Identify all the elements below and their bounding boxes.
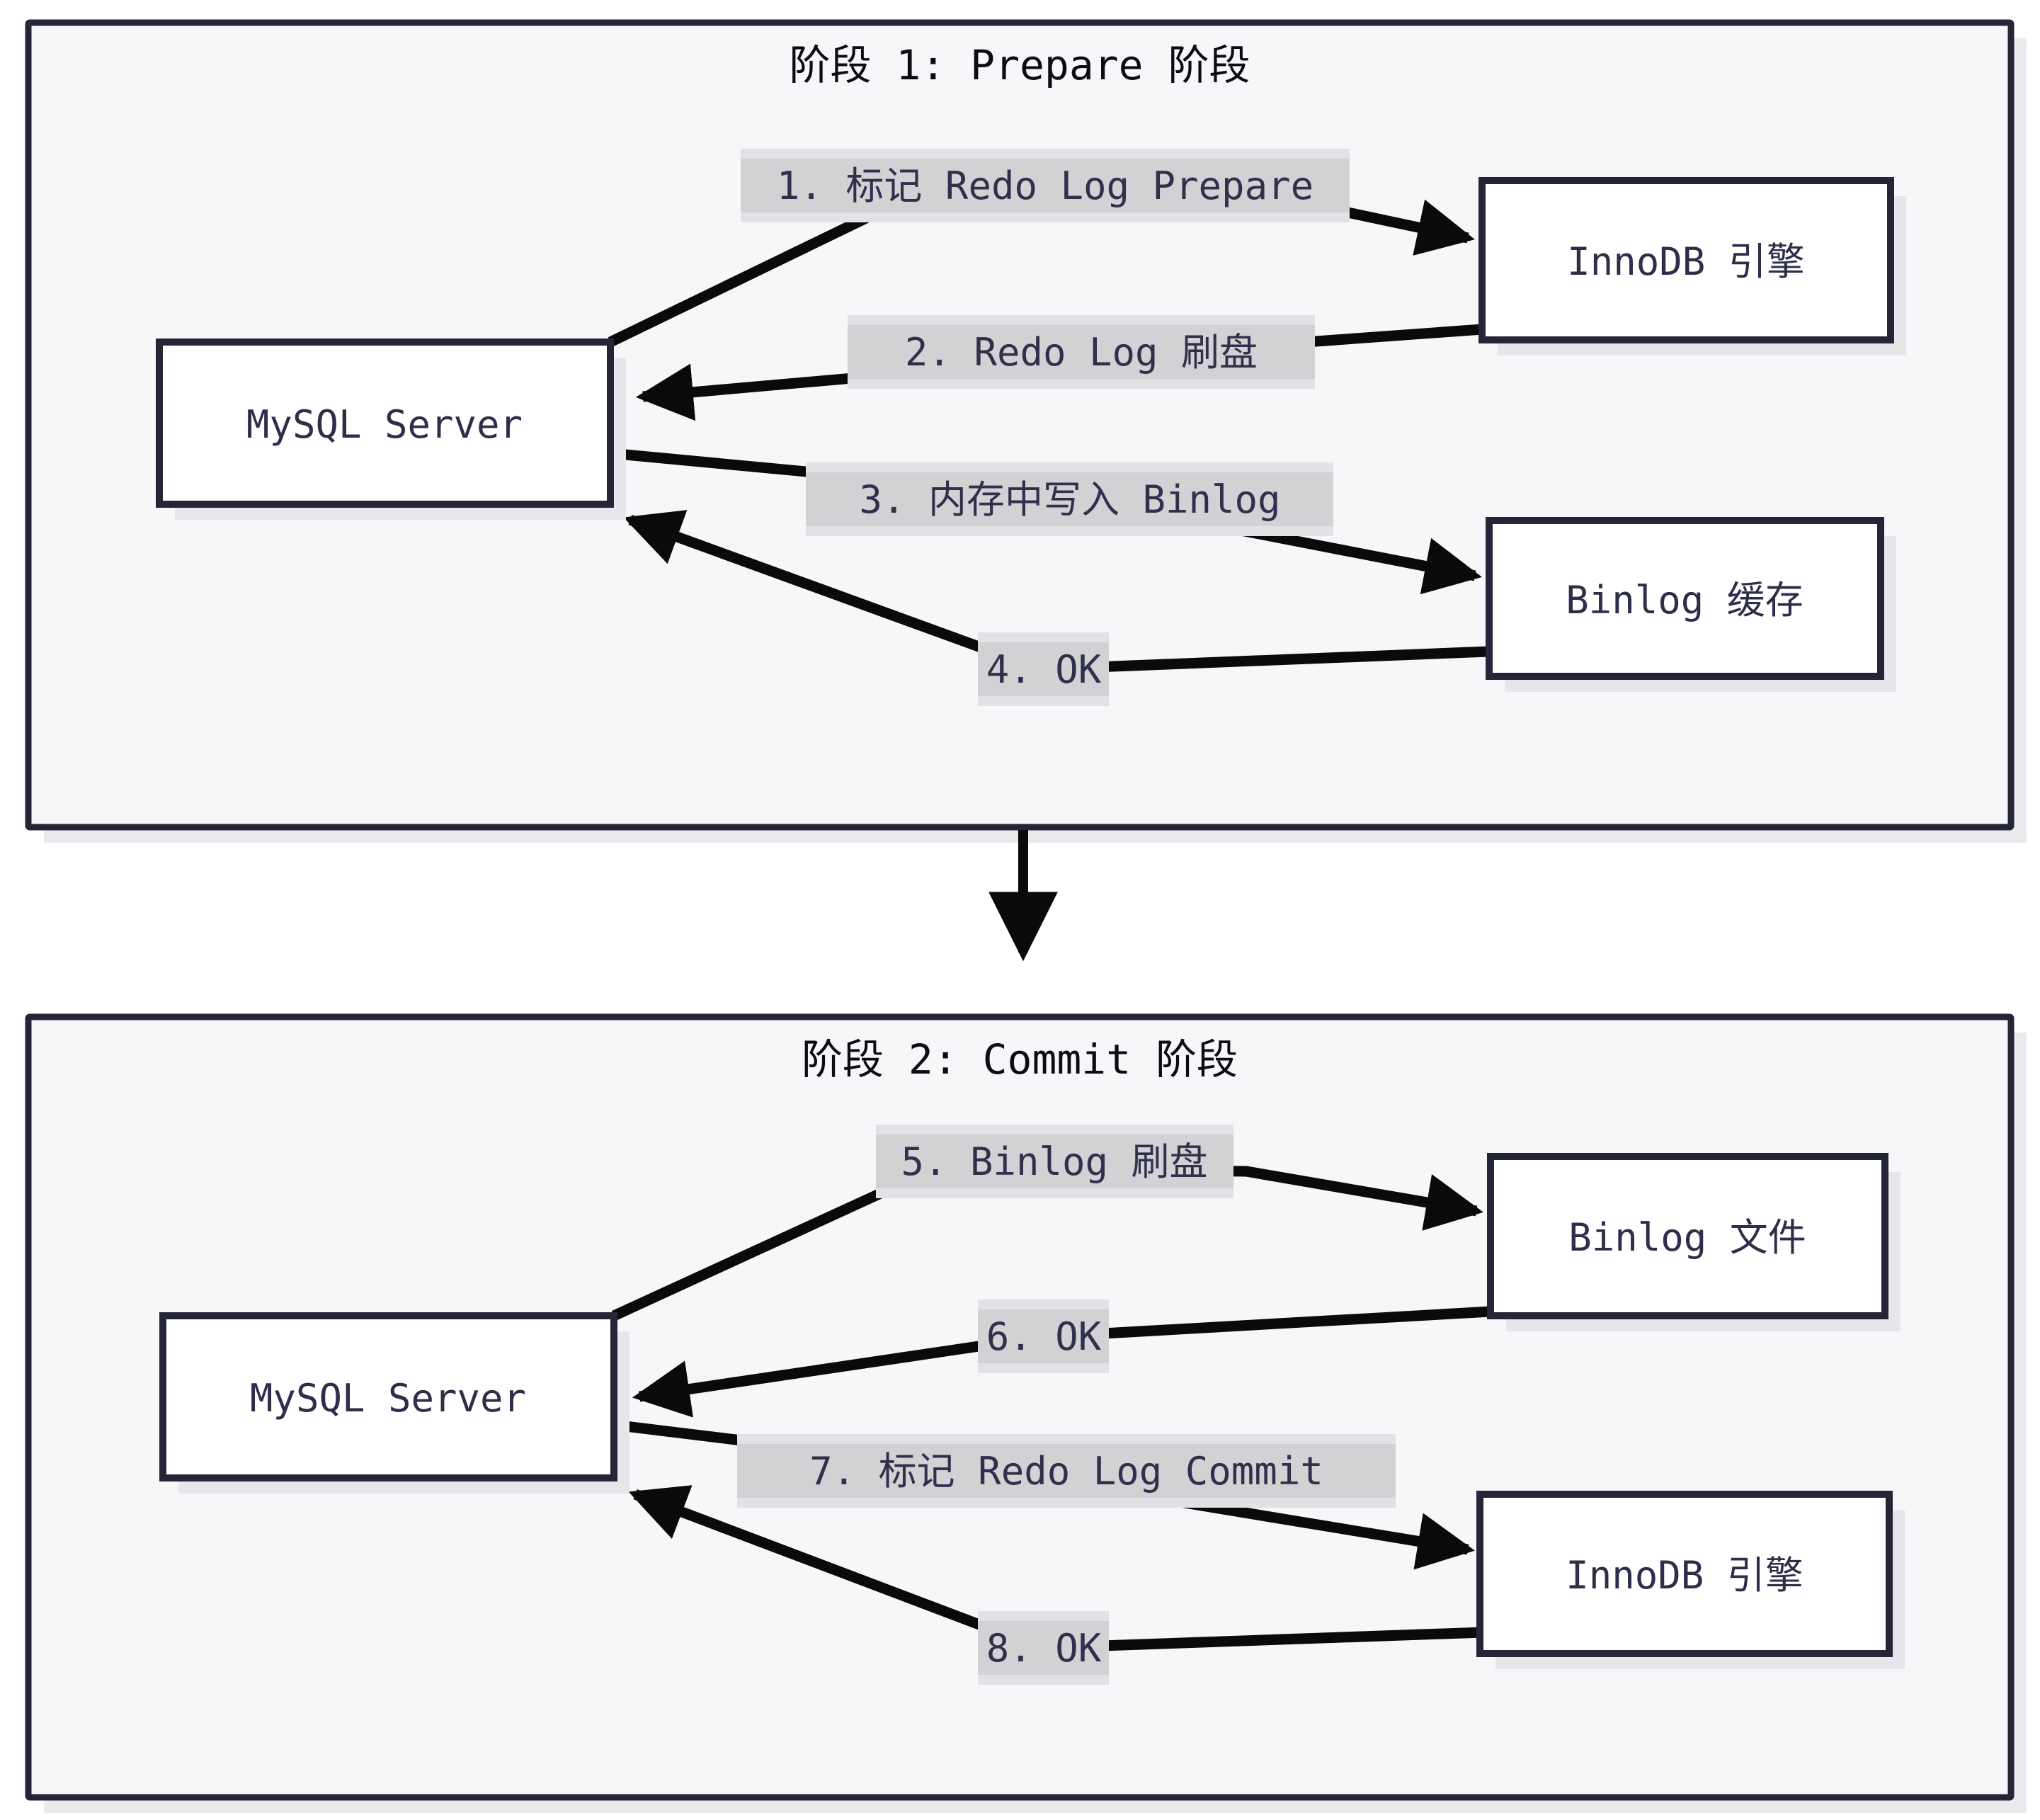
- node-box: [156, 339, 614, 508]
- node-label: InnoDB 引擎: [1566, 1553, 1803, 1598]
- edge-label-bg: [848, 325, 1315, 379]
- edge-label-7: 7. 标记 Redo Log Commit: [737, 1434, 1396, 1508]
- edge-label-bg: [737, 1444, 1396, 1498]
- edge-label-bg: [978, 1309, 1109, 1363]
- phase2-node-mysql: MySQL Server: [159, 1312, 629, 1494]
- edge-label-bg: [741, 159, 1350, 212]
- edge-label-bg: [978, 642, 1109, 696]
- node-box: [159, 1312, 617, 1481]
- node-box: [1478, 177, 1894, 343]
- edge-label-text: 4. OK: [986, 647, 1102, 692]
- node-label: Binlog 文件: [1568, 1215, 1806, 1260]
- phase1-title: 阶段 1: Prepare 阶段: [789, 41, 1250, 89]
- node-label: InnoDB 引擎: [1567, 239, 1805, 284]
- edge-label-8: 8. OK: [978, 1611, 1109, 1685]
- node-box: [1487, 1153, 1888, 1319]
- edge-label-text: 7. 标记 Redo Log Commit: [809, 1449, 1323, 1494]
- edge-label-3: 3. 内存中写入 Binlog: [806, 462, 1333, 536]
- edge-label-bg: [876, 1134, 1233, 1188]
- edge-label-text: 3. 内存中写入 Binlog: [859, 477, 1280, 522]
- phase2-node-binlog-file: Binlog 文件: [1487, 1153, 1901, 1331]
- edge-label-text: 8. OK: [986, 1626, 1102, 1671]
- phase2-node-innodb: InnoDB 引擎: [1476, 1491, 1905, 1669]
- phase1-node-binlog-cache: Binlog 缓存: [1486, 517, 1896, 692]
- edge-label-1: 1. 标记 Redo Log Prepare: [741, 149, 1350, 222]
- edge-label-text: 6. OK: [986, 1314, 1102, 1359]
- node-box: [1486, 517, 1884, 680]
- edge-label-bg: [978, 1621, 1109, 1675]
- node-label: Binlog 缓存: [1566, 578, 1803, 622]
- edge-label-5: 5. Binlog 刷盘: [876, 1125, 1233, 1198]
- phase1-node-mysql: MySQL Server: [156, 339, 626, 520]
- node-label: MySQL Server: [246, 402, 523, 447]
- edge-label-4: 4. OK: [978, 632, 1109, 706]
- edge-label-text: 2. Redo Log 刷盘: [905, 330, 1258, 375]
- node-box: [1476, 1491, 1893, 1657]
- edge-label-bg: [806, 472, 1333, 526]
- edge-label-6: 6. OK: [978, 1299, 1109, 1373]
- edge-label-2: 2. Redo Log 刷盘: [848, 315, 1315, 389]
- phase2-title: 阶段 2: Commit 阶段: [802, 1035, 1238, 1084]
- edge-label-text: 1. 标记 Redo Log Prepare: [777, 164, 1314, 208]
- edge-label-text: 5. Binlog 刷盘: [901, 1139, 1207, 1184]
- node-label: MySQL Server: [250, 1376, 526, 1421]
- phase1-node-innodb: InnoDB 引擎: [1478, 177, 1906, 356]
